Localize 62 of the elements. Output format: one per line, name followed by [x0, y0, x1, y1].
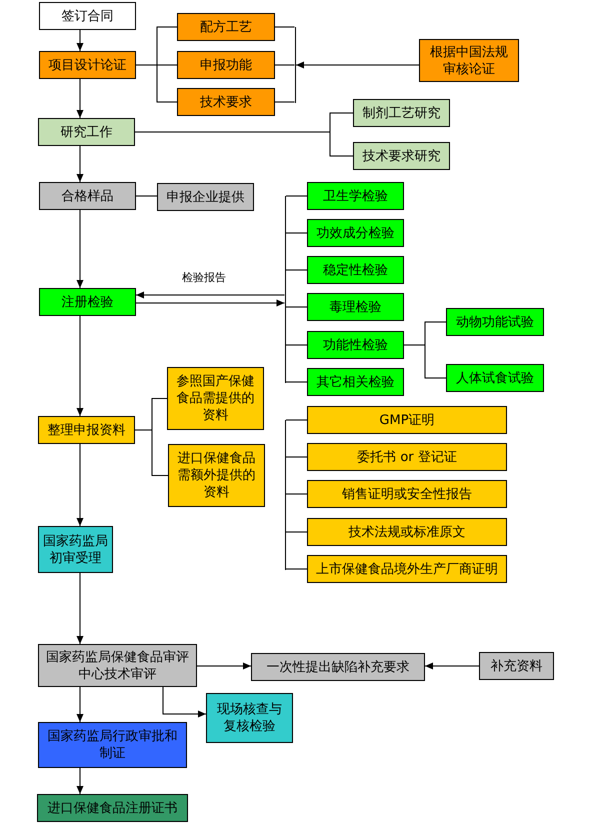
process-box: 技术法规或标准原文 [307, 518, 507, 546]
connector [274, 26, 295, 28]
edge-label: 检验报告 [180, 271, 228, 284]
connector [76, 210, 84, 288]
process-box: 整理申报资料 [38, 416, 135, 444]
process-box: 合格样品 [39, 182, 136, 210]
connector [76, 78, 84, 118]
process-box: 毒理检验 [307, 293, 404, 321]
connector [76, 30, 84, 52]
process-box: 人体试食试验 [446, 364, 544, 392]
connector [76, 146, 84, 182]
connector [404, 344, 446, 378]
connector [134, 430, 168, 476]
connector [196, 662, 252, 670]
connector [296, 62, 420, 68]
process-box: 功能性检验 [307, 331, 404, 359]
connector [76, 316, 84, 416]
process-box: 补充资料 [479, 652, 554, 680]
process-box: 参照国产保健食品需提供的资料 [167, 367, 264, 430]
connector [136, 292, 285, 298]
process-box: GMP证明 [307, 406, 507, 434]
process-box: 现场核查与复核检验 [206, 693, 293, 743]
process-box: 委托书 or 登记证 [307, 443, 507, 471]
connector [286, 232, 308, 234]
connector [136, 300, 285, 306]
connector [76, 686, 84, 722]
process-box: 国家药监局行政审批和制证 [38, 722, 187, 768]
process-box: 进口保健食品需额外提供的资料 [168, 444, 265, 507]
process-box: 签订合同 [39, 2, 136, 30]
process-box: 功效成分检验 [307, 219, 404, 247]
process-box: 申报企业提供 [157, 183, 254, 211]
process-box: 上市保健食品境外生产厂商证明 [307, 555, 507, 583]
process-box: 技术要求研究 [353, 142, 450, 170]
connector [76, 572, 84, 644]
process-box: 卫生学检验 [307, 182, 404, 210]
process-box: 技术要求 [177, 88, 275, 116]
connector [286, 456, 308, 458]
connector [76, 444, 84, 526]
process-box: 销售证明或安全性报告 [307, 480, 507, 508]
connector [162, 686, 206, 718]
process-box: 国家药监局初审受理 [38, 526, 113, 573]
process-box: 稳定性检验 [307, 256, 404, 284]
connector [76, 768, 84, 794]
process-box: 进口保健食品注册证书 [37, 794, 188, 822]
connector [274, 64, 295, 66]
process-box: 动物功能试验 [446, 308, 544, 336]
process-box: 国家药监局保健食品审评中心技术审评 [38, 644, 197, 687]
process-box: 申报功能 [177, 51, 275, 79]
process-box: 制剂工艺研究 [353, 99, 450, 127]
process-box: 项目设计论证 [39, 51, 136, 79]
connector [134, 132, 354, 156]
connector [136, 64, 178, 102]
connector [286, 306, 308, 308]
process-box: 其它相关检验 [307, 368, 404, 396]
connector [424, 662, 480, 670]
process-box: 根据中国法规审核论证 [419, 39, 519, 82]
connector [286, 568, 308, 570]
connector [286, 344, 308, 346]
process-box: 配方工艺 [177, 13, 275, 41]
process-box: 一次性提出缺陷补充要求 [251, 653, 425, 681]
process-box: 注册检验 [39, 288, 136, 316]
process-box: 研究工作 [38, 118, 135, 146]
